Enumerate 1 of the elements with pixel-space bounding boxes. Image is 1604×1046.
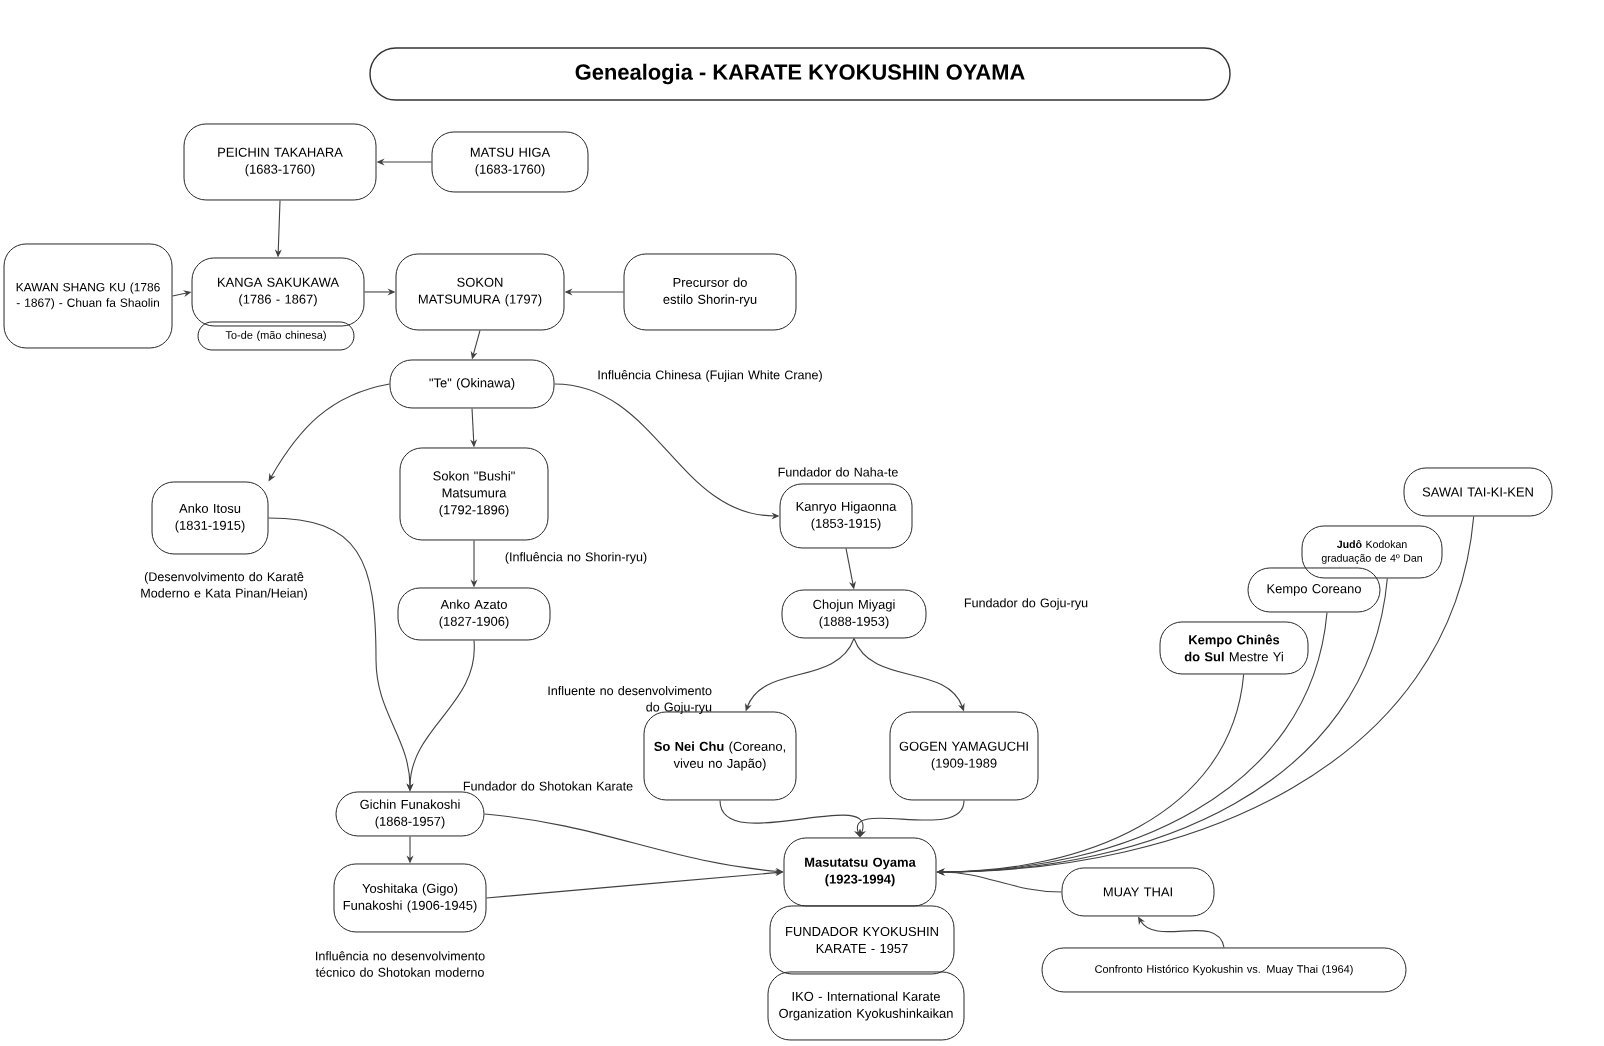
title-box: Genealogia - KARATE KYOKUSHIN OYAMA [369, 47, 1231, 101]
